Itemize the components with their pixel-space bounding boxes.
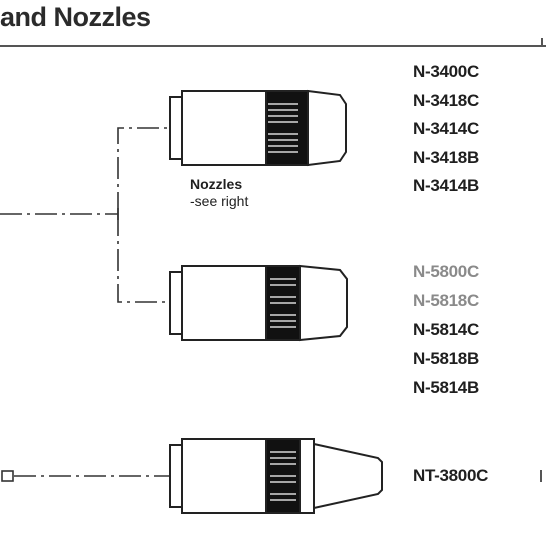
part-number: N-5814C	[413, 320, 479, 339]
part-number: N-5800C	[413, 262, 479, 281]
nozzle-note-detail: -see right	[190, 193, 249, 209]
part-number: N-3418C	[413, 91, 479, 110]
nozzle-note: Nozzles -see right	[190, 176, 248, 210]
nozzle-assembly-3	[169, 438, 383, 514]
part-number: N-3418B	[413, 148, 479, 167]
section-title: and Nozzles	[0, 2, 151, 32]
title-rule	[0, 45, 546, 47]
part-number: N-5818B	[413, 349, 479, 368]
part-number: N-5818C	[413, 291, 479, 310]
connection-lines	[0, 127, 177, 477]
part-number: N-3400C	[413, 62, 479, 81]
part-number: NT-3800C	[413, 466, 489, 485]
title-rule-tick	[541, 38, 543, 47]
nozzle-assembly-2	[169, 264, 348, 342]
lower-branch-line	[117, 214, 177, 303]
upper-branch-line	[117, 127, 177, 214]
part-number: N-3414B	[413, 176, 479, 195]
nozzle-note-heading: Nozzles	[190, 176, 243, 192]
feed-end-fitting	[1, 470, 14, 482]
nozzle-assembly-1	[169, 89, 347, 167]
part-number: N-3414C	[413, 119, 479, 138]
part-number: N-5814B	[413, 378, 479, 397]
